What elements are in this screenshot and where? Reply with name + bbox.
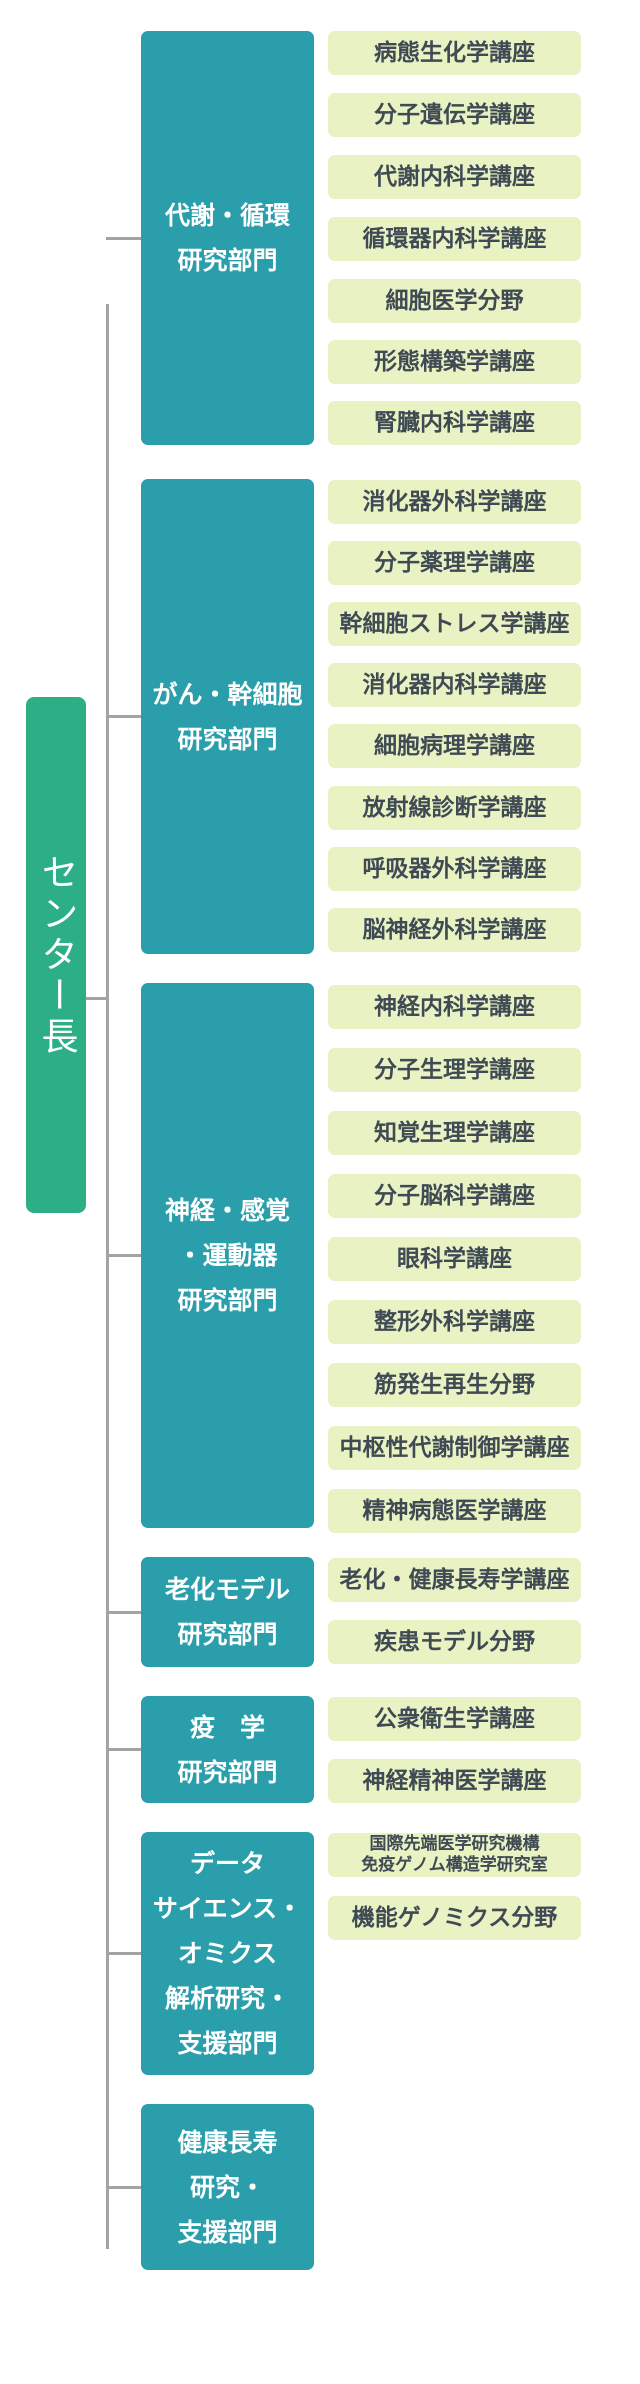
department-connector: [106, 1952, 142, 1955]
unit-box: 国際先端医学研究機構 免疫ゲノム構造学研究室: [328, 1833, 581, 1877]
unit-box: 分子脳科学講座: [328, 1174, 581, 1218]
department-box: 代謝・循環 研究部門: [141, 31, 314, 445]
department-box: データ サイエンス・ オミクス 解析研究・ 支援部門: [141, 1832, 314, 2075]
unit-box: 公衆衛生学講座: [328, 1697, 581, 1741]
unit-box: 形態構築学講座: [328, 340, 581, 384]
unit-box: 病態生化学講座: [328, 31, 581, 75]
unit-box: 放射線診断学講座: [328, 786, 581, 830]
unit-box: 知覚生理学講座: [328, 1111, 581, 1155]
unit-box: 分子生理学講座: [328, 1048, 581, 1092]
unit-box: 疾患モデル分野: [328, 1620, 581, 1664]
unit-box: 消化器外科学講座: [328, 480, 581, 524]
unit-box: 神経内科学講座: [328, 985, 581, 1029]
unit-box: 筋発生再生分野: [328, 1363, 581, 1407]
unit-box: 代謝内科学講座: [328, 155, 581, 199]
department-box: 疫 学 研究部門: [141, 1696, 314, 1803]
unit-box: 分子薬理学講座: [328, 541, 581, 585]
unit-box: 分子遺伝学講座: [328, 93, 581, 137]
trunk-line: [106, 304, 109, 2249]
unit-box: 老化・健康長寿学講座: [328, 1558, 581, 1602]
department-connector: [106, 2185, 142, 2189]
unit-box: 循環器内科学講座: [328, 217, 581, 261]
department-connector: [106, 1610, 142, 1614]
root-connector: [85, 997, 108, 1000]
unit-box: 眼科学講座: [328, 1237, 581, 1281]
unit-box: 機能ゲノミクス分野: [328, 1896, 581, 1940]
department-box: がん・幹細胞 研究部門: [141, 479, 314, 954]
unit-box: 消化器内科学講座: [328, 663, 581, 707]
department-connector: [106, 1748, 142, 1751]
unit-box: 細胞医学分野: [328, 279, 581, 323]
unit-box: 脳神経外科学講座: [328, 908, 581, 952]
department-box: 老化モデル 研究部門: [141, 1557, 314, 1667]
root-box: センター長: [26, 697, 86, 1213]
unit-box: 細胞病理学講座: [328, 724, 581, 768]
department-box: 健康長寿 研究・ 支援部門: [141, 2104, 314, 2270]
department-connector: [106, 715, 142, 718]
department-box: 神経・感覚 ・運動器 研究部門: [141, 983, 314, 1528]
department-connector: [106, 236, 142, 240]
unit-box: 精神病態医学講座: [328, 1489, 581, 1533]
unit-box: 神経精神医学講座: [328, 1759, 581, 1803]
unit-box: 呼吸器外科学講座: [328, 847, 581, 891]
unit-box: 整形外科学講座: [328, 1300, 581, 1344]
department-connector: [106, 1254, 142, 1257]
unit-box: 腎臓内科学講座: [328, 401, 581, 445]
unit-box: 中枢性代謝制御学講座: [328, 1426, 581, 1470]
unit-box: 幹細胞ストレス学講座: [328, 602, 581, 646]
